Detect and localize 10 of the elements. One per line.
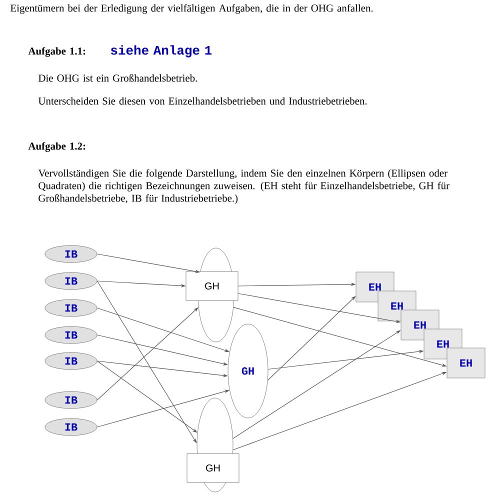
paragraph: Unterscheiden Sie diesen von Einzelhandelsbetrieben und Industriebetrieben.: [38, 97, 367, 105]
paragraph: Vervollständigen Sie die folgende Darstellung, indem Sie den einzelnen Körpern (Ellipsen oder Quadraten) die richtigen Bezeichnungen zuweisen. (EH steht für Einzelhandelsbetriebe, GH für Großhandelsbetriebe, IB für Industriebetriebe.): [38, 169, 450, 204]
task-heading: Aufgabe 1.2:: [28, 142, 86, 152]
task-heading: Aufgabe 1.1:: [28, 47, 86, 57]
paragraph: Die OHG ist ein Großhandelsbetrieb.: [38, 74, 197, 82]
eh-box: EH: [446, 348, 486, 378]
gh-box: GH: [186, 453, 240, 483]
note-text: siehe Anlage 1: [110, 45, 212, 58]
gh-box: GH: [186, 271, 238, 301]
paragraph: Eigentümern bei der Erledigung der vielfältigen Aufgaben, die in der OHG anfallen.: [10, 4, 373, 14]
